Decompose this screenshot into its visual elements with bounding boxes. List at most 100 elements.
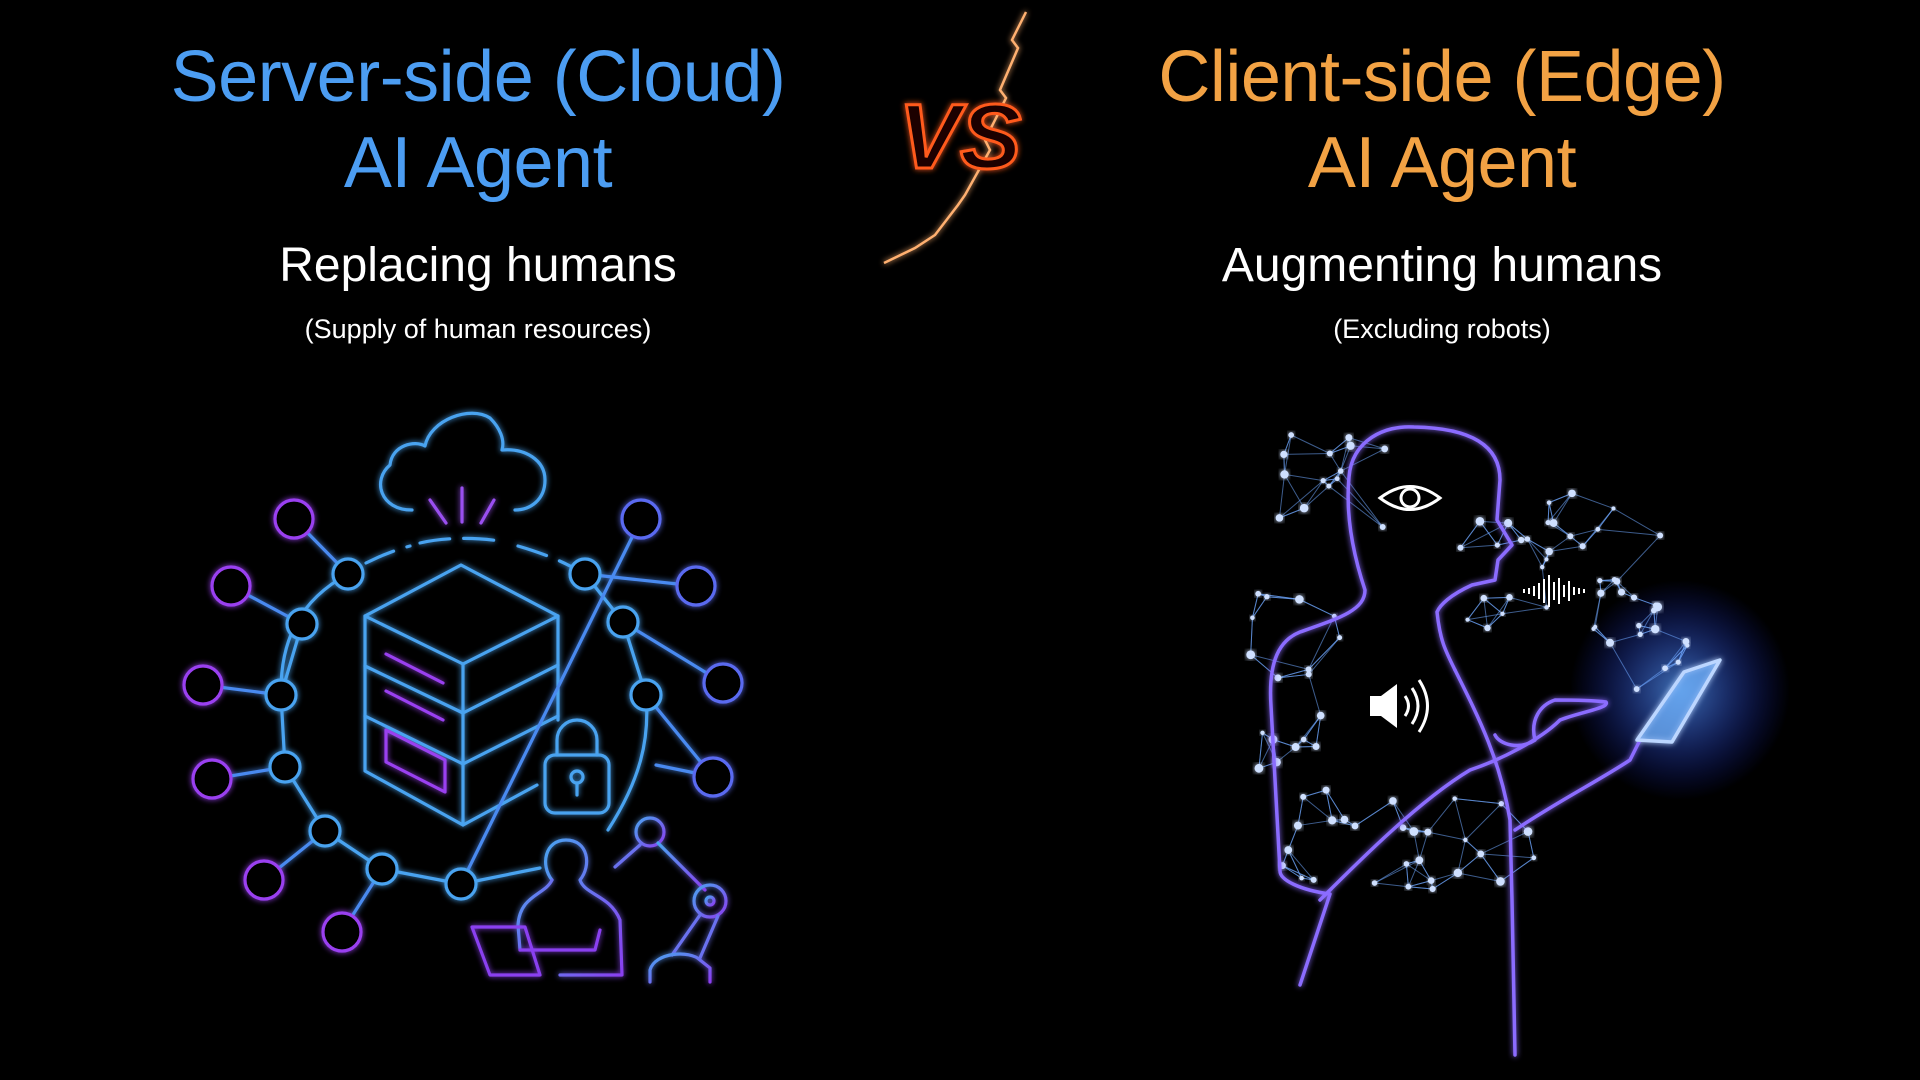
mesh-node bbox=[1312, 743, 1320, 751]
mesh-node bbox=[1328, 816, 1337, 825]
network-endpoint bbox=[702, 662, 744, 704]
mesh-node bbox=[1579, 543, 1586, 550]
mesh-link bbox=[1329, 437, 1350, 454]
mesh-link bbox=[1315, 715, 1322, 747]
mesh-node bbox=[1597, 589, 1605, 597]
mesh-node bbox=[1305, 666, 1312, 673]
server-side-title: Server-side (Cloud) AI Agent bbox=[28, 34, 928, 206]
mesh-node bbox=[1545, 519, 1551, 526]
mesh-link bbox=[1480, 853, 1501, 882]
mesh-node bbox=[1337, 635, 1343, 641]
mesh-node bbox=[1568, 489, 1576, 498]
network-node bbox=[365, 852, 399, 886]
mesh-link bbox=[1308, 637, 1341, 675]
mesh-link bbox=[1325, 789, 1345, 820]
mesh-link bbox=[1527, 538, 1550, 552]
network-endpoint bbox=[243, 859, 285, 901]
mesh-node bbox=[1653, 602, 1663, 612]
mesh-link bbox=[1278, 474, 1285, 518]
mesh-node bbox=[1484, 624, 1491, 632]
mesh-link bbox=[1284, 474, 1305, 509]
mesh-link bbox=[1303, 480, 1324, 509]
person-at-laptop-icon bbox=[470, 838, 624, 977]
mesh-node bbox=[1496, 877, 1505, 886]
mesh-node bbox=[1275, 514, 1284, 522]
mesh-link bbox=[1487, 597, 1510, 629]
mesh-link bbox=[1297, 819, 1333, 827]
mesh-link bbox=[1374, 859, 1420, 884]
network-endpoint bbox=[675, 565, 717, 607]
mesh-link bbox=[1290, 434, 1331, 454]
mesh-node bbox=[1662, 665, 1668, 672]
mesh-link bbox=[1487, 613, 1503, 629]
mesh-link bbox=[1465, 803, 1502, 841]
network-endpoint bbox=[692, 756, 734, 798]
server-side-title-line1: Server-side (Cloud) bbox=[170, 37, 786, 117]
mesh-node bbox=[1549, 519, 1558, 527]
mesh-link bbox=[1299, 598, 1335, 617]
mesh-node bbox=[1334, 476, 1340, 482]
mesh-link bbox=[1457, 839, 1466, 874]
mesh-node bbox=[1305, 671, 1312, 678]
lock-icon bbox=[543, 718, 611, 815]
mesh-link bbox=[1547, 493, 1573, 523]
mesh-node bbox=[1457, 544, 1464, 551]
network-node bbox=[331, 557, 365, 591]
cloud-server-network-icon bbox=[182, 411, 744, 984]
mesh-link bbox=[1329, 453, 1342, 472]
mesh-node bbox=[1518, 536, 1525, 544]
mesh-node bbox=[1389, 797, 1397, 805]
mesh-node bbox=[1246, 650, 1256, 660]
mesh-link bbox=[1655, 628, 1687, 642]
mesh-link bbox=[1418, 860, 1432, 881]
neural-mesh bbox=[1246, 432, 1690, 893]
mesh-link bbox=[1613, 508, 1661, 536]
network-ring bbox=[182, 498, 744, 953]
versus-icon: VS bbox=[883, 11, 1028, 265]
mesh-node bbox=[1637, 631, 1643, 638]
mesh-node bbox=[1427, 877, 1435, 884]
ring-dashed-arc bbox=[364, 536, 572, 568]
mesh-node bbox=[1675, 659, 1681, 665]
mesh-link bbox=[1336, 478, 1384, 528]
mesh-node bbox=[1250, 615, 1255, 621]
mesh-node bbox=[1409, 827, 1419, 836]
mesh-link bbox=[1548, 492, 1573, 504]
mesh-node bbox=[1293, 821, 1302, 830]
mesh-link bbox=[1303, 485, 1330, 509]
mesh-node bbox=[1255, 590, 1262, 597]
mesh-node bbox=[1633, 686, 1640, 692]
mesh-node bbox=[1326, 450, 1333, 457]
mesh-node bbox=[1399, 824, 1407, 832]
mesh-link bbox=[1354, 800, 1394, 827]
mesh-node bbox=[1346, 441, 1355, 450]
mesh-link bbox=[1340, 448, 1385, 472]
network-endpoint bbox=[191, 758, 233, 800]
mesh-node bbox=[1606, 638, 1615, 647]
client-side-title-line1: Client-side (Edge) bbox=[1158, 37, 1726, 117]
mesh-link bbox=[1638, 610, 1655, 626]
mesh-link bbox=[1527, 538, 1547, 560]
mesh-link bbox=[1322, 470, 1341, 482]
network-node bbox=[568, 557, 602, 591]
mesh-link bbox=[1427, 831, 1466, 841]
mesh-link bbox=[1677, 641, 1687, 663]
mesh-link bbox=[1526, 538, 1543, 568]
mesh-link bbox=[1392, 800, 1415, 832]
mesh-link bbox=[1374, 882, 1409, 888]
mesh-node bbox=[1682, 638, 1690, 645]
mesh-node bbox=[1310, 876, 1317, 883]
mesh-node bbox=[1544, 605, 1549, 610]
network-link bbox=[654, 763, 702, 776]
mesh-link bbox=[1308, 674, 1322, 716]
mesh-link bbox=[1483, 598, 1488, 629]
mesh-link bbox=[1251, 593, 1259, 618]
human-silhouette bbox=[1268, 425, 1722, 1057]
mesh-link bbox=[1457, 853, 1482, 874]
mesh-link bbox=[1454, 798, 1466, 841]
mesh-link bbox=[1480, 853, 1534, 859]
mesh-node bbox=[1405, 883, 1412, 890]
mesh-link bbox=[1454, 798, 1502, 805]
client-side-note: (Excluding robots) bbox=[1333, 314, 1551, 344]
eye-icon bbox=[1377, 485, 1443, 511]
